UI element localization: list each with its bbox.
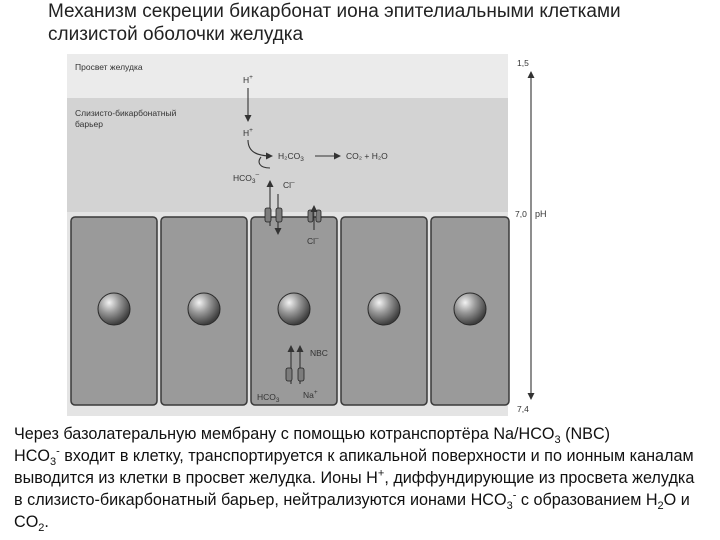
title-line-2: слизистой оболочки желудка [48, 24, 304, 45]
nucleus-icon [453, 292, 487, 326]
arrow-icon [258, 156, 271, 169]
nucleus-icon [97, 292, 131, 326]
hco3-apical-label: HCO3– [233, 171, 260, 185]
title-line-1: Механизм секреции бикарбонат иона эпител… [48, 1, 621, 22]
lumen-label: Просвет желудка [75, 62, 143, 72]
ph-value-barrier: 7,0 [515, 209, 527, 219]
barrier-label-line-1: Слизисто-бикарбонатный [75, 108, 177, 118]
lumen-zone [67, 54, 508, 98]
nbc-cotransporter-icon [285, 367, 305, 382]
nucleus-icon [277, 292, 311, 326]
products-label: CO₂ + H₂O [346, 151, 388, 161]
cl-cell-label: Cl– [307, 235, 319, 246]
diagram-svg: Просвет желудка Слизисто-бикарбонатный б… [67, 54, 547, 416]
channel-icon [307, 209, 322, 223]
h-ion-barrier-label: H+ [243, 127, 253, 138]
ph-value-lumen: 1,5 [517, 58, 529, 68]
nbc-label: NBC [310, 348, 328, 358]
nucleus-icon [187, 292, 221, 326]
barrier-label-line-2: барьер [75, 119, 103, 129]
na-label: Na+ [303, 389, 318, 400]
channel-icon [264, 207, 283, 223]
ph-value-cells: 7,4 [517, 404, 529, 414]
caption-text: Через базолатеральную мембрану с помощью… [14, 425, 695, 535]
hco3-basolateral-label: HCO3 [257, 392, 280, 404]
h2co3-label: H₂CO3 [278, 151, 304, 163]
barrier-zone [67, 98, 508, 212]
nucleus-icon [367, 292, 401, 326]
cl-barrier-label: Cl– [283, 179, 295, 190]
ph-label: pH [535, 209, 547, 219]
h-ion-lumen-label: H+ [243, 74, 253, 85]
secretion-diagram: Просвет желудка Слизисто-бикарбонатный б… [67, 54, 547, 416]
page-title: Механизм секреции бикарбонат иона эпител… [48, 0, 688, 46]
arrow-icon [247, 139, 273, 160]
